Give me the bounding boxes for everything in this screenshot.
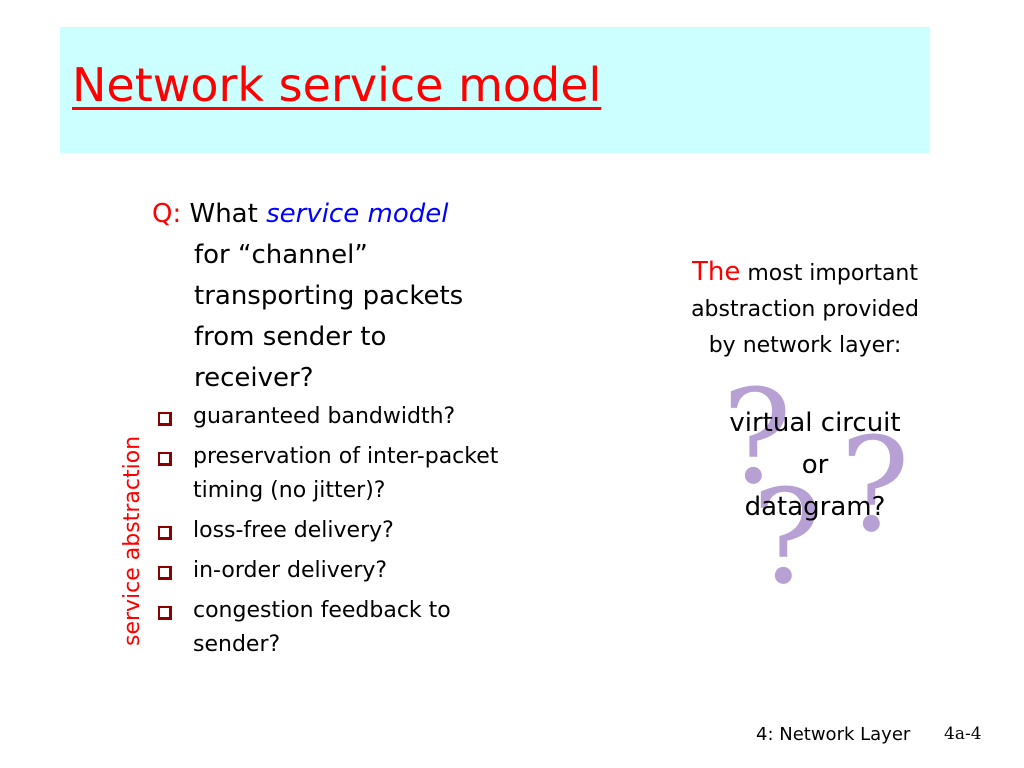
question-mark-icon: ? bbox=[840, 409, 910, 561]
bullet-text: loss-free delivery? bbox=[193, 518, 394, 543]
service-abstraction-label: service abstraction bbox=[120, 435, 145, 646]
question-line: receiver? bbox=[194, 363, 314, 393]
bullet-text: guaranteed bandwidth? bbox=[193, 404, 456, 429]
checkbox-bullet-icon bbox=[158, 526, 172, 540]
right-note-rest: most important bbox=[740, 261, 918, 286]
bullet-item: guaranteed bandwidth? bbox=[156, 400, 586, 434]
bullet-list: guaranteed bandwidth? preservation of in… bbox=[156, 400, 586, 668]
footer-page-number: 4a-4 bbox=[944, 724, 982, 744]
question-line: for “channel” bbox=[194, 240, 368, 270]
bullet-text: in-order delivery? bbox=[193, 558, 388, 583]
checkbox-bullet-icon bbox=[158, 452, 172, 466]
answer-block: virtual circuit or datagram? bbox=[680, 402, 950, 528]
question-emphasis: service model bbox=[266, 199, 449, 229]
answer-line: datagram? bbox=[744, 492, 886, 522]
bullet-text: congestion feedback to bbox=[193, 598, 451, 623]
answer-line: virtual circuit bbox=[729, 408, 901, 438]
question-block: Q: What service model for “channel” tran… bbox=[152, 194, 572, 399]
footer-chapter-label: 4: Network Layer bbox=[756, 724, 911, 745]
bullet-text: timing (no jitter)? bbox=[193, 478, 386, 503]
question-label: Q: bbox=[152, 199, 182, 229]
bullet-item: in-order delivery? bbox=[156, 554, 586, 588]
right-note-line: by network layer: bbox=[708, 333, 902, 358]
question-mark-icon: ? bbox=[722, 361, 792, 513]
answer-line: or bbox=[801, 450, 829, 480]
checkbox-bullet-icon bbox=[158, 566, 172, 580]
question-line: from sender to bbox=[194, 322, 387, 352]
bullet-item: preservation of inter-packet timing (no … bbox=[156, 440, 586, 508]
bullet-item: congestion feedback to sender? bbox=[156, 594, 586, 662]
slide-title: Network service model bbox=[72, 58, 602, 112]
question-first-line: Q: What service model bbox=[152, 194, 572, 235]
right-note-line: abstraction provided bbox=[691, 297, 919, 322]
right-note-lead: The bbox=[691, 257, 741, 287]
question-mark-icon: ? bbox=[752, 461, 822, 613]
bullet-item: loss-free delivery? bbox=[156, 514, 586, 548]
right-note-line: The most important bbox=[655, 254, 955, 292]
right-note: The most important abstraction provided … bbox=[655, 254, 955, 364]
question-text-before: What bbox=[189, 199, 258, 229]
bullet-text: preservation of inter-packet bbox=[193, 444, 499, 469]
title-band bbox=[60, 27, 930, 153]
bullet-text: sender? bbox=[193, 632, 281, 657]
checkbox-bullet-icon bbox=[158, 606, 172, 620]
checkbox-bullet-icon bbox=[158, 412, 172, 426]
question-line: transporting packets bbox=[194, 281, 464, 311]
